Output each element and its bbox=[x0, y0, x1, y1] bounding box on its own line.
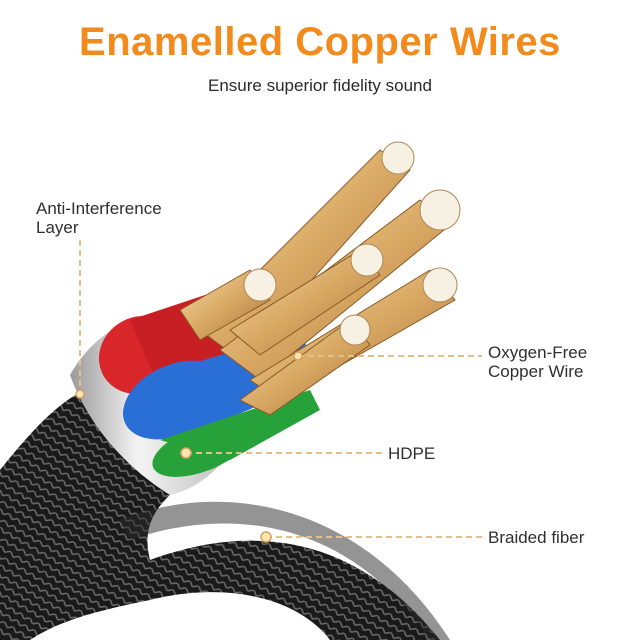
callout-leader-lines bbox=[79, 240, 482, 538]
callout-anti-interference-line2: Layer bbox=[36, 218, 79, 237]
braided-jacket bbox=[0, 380, 450, 640]
callout-braided-line1: Braided fiber bbox=[488, 528, 585, 547]
callout-oxygen-free-line2: Copper Wire bbox=[488, 362, 584, 381]
page-title: Enamelled Copper Wires bbox=[79, 20, 561, 64]
callout-oxygen-free-line1: Oxygen-Free bbox=[488, 343, 588, 362]
callout-braided-fiber: Braided fiber bbox=[488, 528, 584, 547]
callout-hdpe-line1: HDPE bbox=[388, 444, 436, 463]
copper-strands bbox=[179, 141, 461, 416]
callout-anti-interference-layer: Anti-Interference Layer bbox=[36, 199, 162, 237]
callout-oxygen-free-copper: Oxygen-Free Copper Wire bbox=[488, 343, 587, 381]
page-subtitle: Ensure superior fidelity sound bbox=[208, 76, 432, 95]
callout-dots bbox=[75, 351, 303, 543]
callout-anti-interference-line1: Anti-Interference bbox=[36, 199, 162, 218]
callout-hdpe: HDPE bbox=[388, 444, 435, 463]
